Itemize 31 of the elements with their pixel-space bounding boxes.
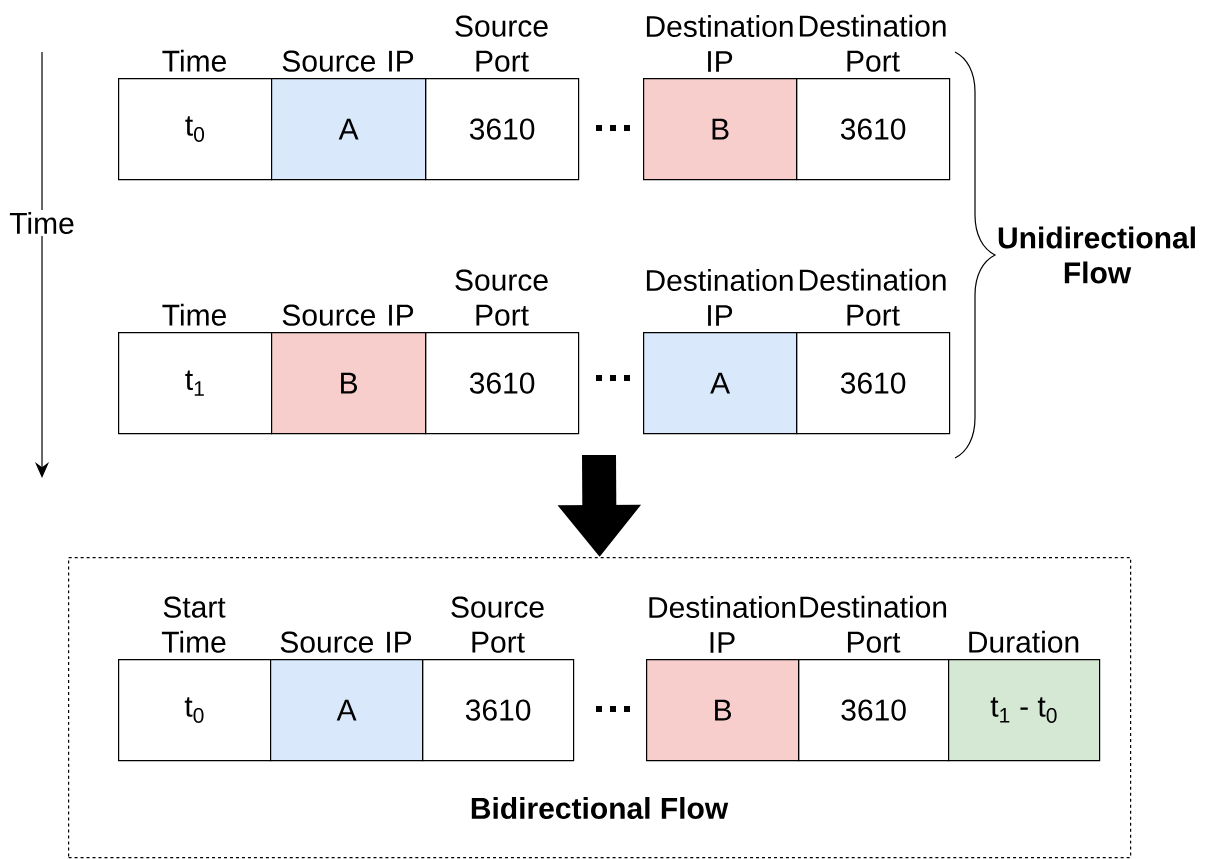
column-header: Destination IP <box>649 596 796 653</box>
table-cell: 3610 <box>796 78 951 181</box>
table-cell: 3610 <box>425 78 580 181</box>
column-header: Destination Port <box>800 595 947 653</box>
container-label: Bidirectional Flow <box>471 796 729 819</box>
column-header: Source Port <box>451 596 544 653</box>
column-header: Destination Port <box>799 268 946 326</box>
table-cell: B <box>271 332 427 435</box>
column-header: Time <box>162 49 226 72</box>
axis-label: Time <box>7 209 77 236</box>
column-header: Destination IP <box>646 15 793 72</box>
table-cell: 3610 <box>796 332 951 435</box>
table-cell: A <box>643 332 798 435</box>
column-header: Source IP <box>280 631 412 653</box>
table-cell: B <box>646 659 800 762</box>
group-label: Unidirectional Flow <box>998 226 1195 284</box>
column-header: Destination IP <box>646 269 793 326</box>
column-header: Source Port <box>455 15 548 72</box>
column-header: Time <box>162 303 226 326</box>
table-cell: 3610 <box>422 659 575 762</box>
column-header: Destination Port <box>799 14 946 72</box>
table-cell: 3610 <box>425 332 580 435</box>
column-header: Start Time <box>161 596 226 653</box>
column-header: Duration <box>969 630 1079 653</box>
column-header: Source IP <box>282 304 414 326</box>
table-cell: B <box>643 78 798 181</box>
column-header: Source Port <box>455 269 548 326</box>
table-cell: A <box>271 78 427 181</box>
column-header: Source IP <box>282 50 414 72</box>
table-cell: A <box>270 659 424 762</box>
table-cell: t$_{1}$ - t$_{0}$ <box>948 659 1101 762</box>
